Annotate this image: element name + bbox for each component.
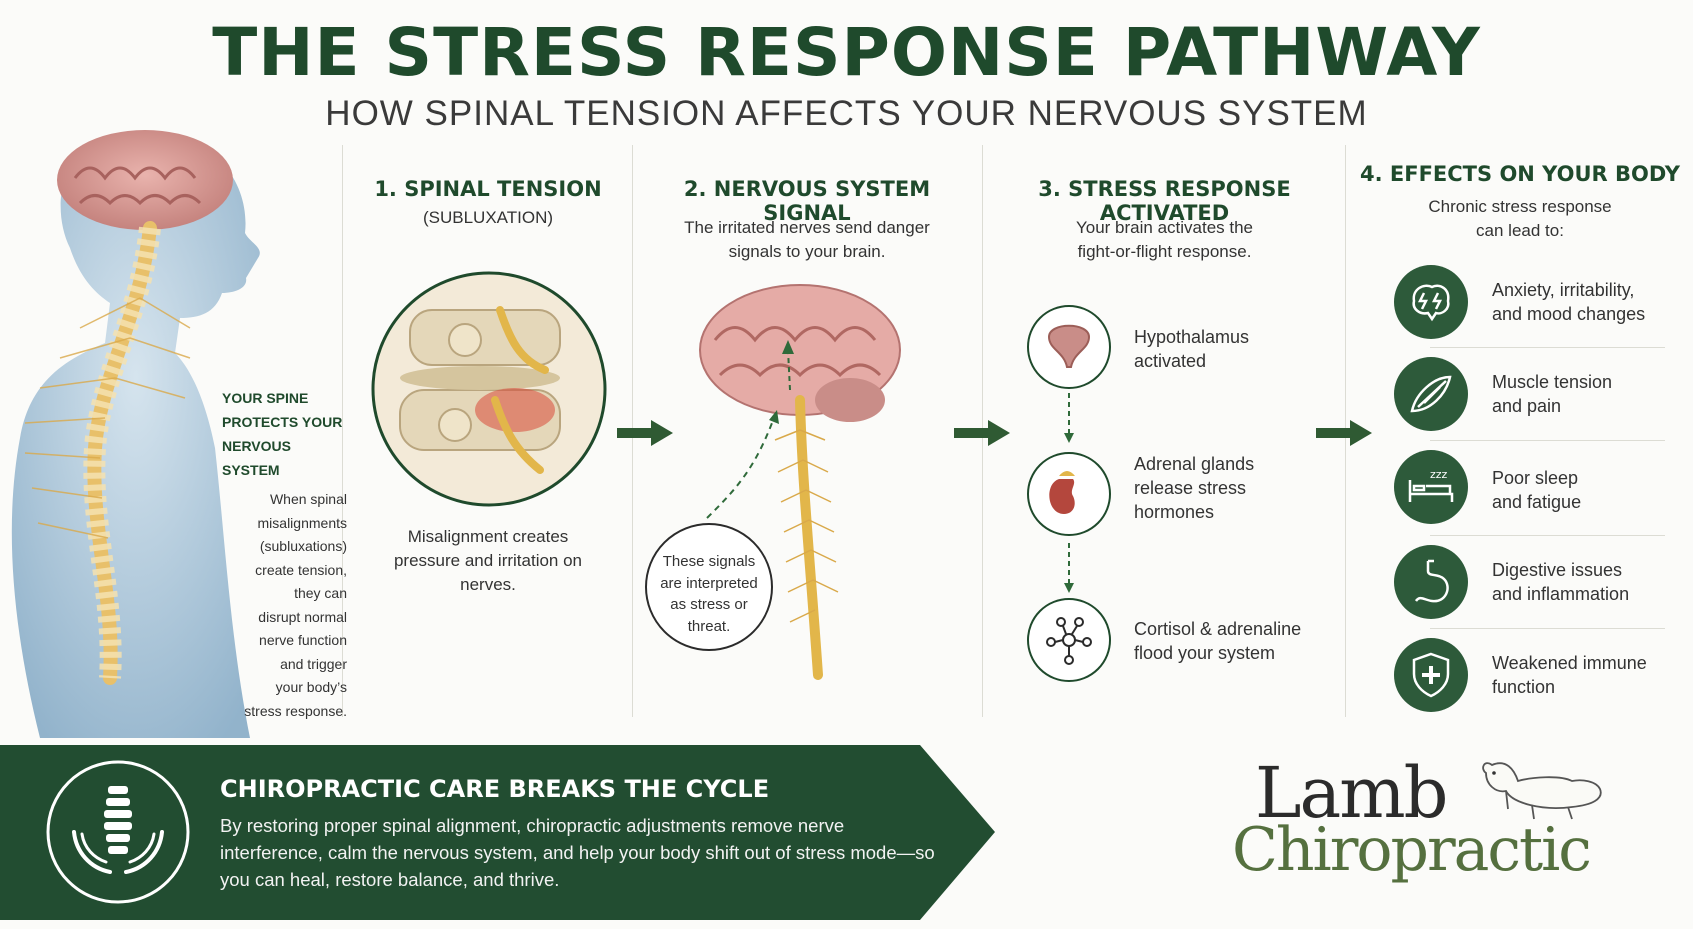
spine-heading: YOUR SPINE PROTECTS YOUR NERVOUS SYSTEM [222, 390, 343, 478]
effect-divider [1430, 440, 1665, 441]
connector-dashed-arrow [1064, 393, 1074, 443]
shield-cross-icon [1394, 638, 1468, 712]
effect-5-text: Weakened immune function [1492, 653, 1647, 697]
signal-bubble [645, 523, 773, 651]
effect-4-text: Digestive issues and inflammation [1492, 560, 1630, 604]
hypothalamus-icon [1027, 305, 1111, 389]
step-3-subtitle: Your brain activates the fight-or-flight… [1075, 218, 1254, 261]
banner-title: CHIROPRACTIC CARE BREAKS THE CYCLE [220, 775, 770, 803]
effect-1-text: Anxiety, irritability, and mood changes [1492, 280, 1646, 324]
connector-dashed-arrow [1064, 543, 1074, 593]
adrenal-gland-icon [1027, 452, 1111, 536]
svg-text:zzz: zzz [1430, 468, 1448, 481]
step-1-subtitle: (SUBLUXATION) [422, 208, 554, 227]
signal-dashed-line [706, 410, 779, 519]
vertebra-illustration [371, 271, 607, 507]
column-divider [342, 145, 343, 717]
step-2-title: 2. NERVOUS SYSTEM SIGNAL [683, 177, 931, 225]
step-4-title: 4. EFFECTS ON YOUR BODY [1359, 162, 1680, 186]
effect-2-text: Muscle tension and pain [1492, 372, 1613, 416]
step-4-subtitle: Chronic stress response can lead to: [1428, 197, 1612, 240]
molecule-icon [1027, 598, 1111, 682]
brain-lightning-icon [1394, 265, 1468, 339]
effect-divider [1430, 535, 1665, 536]
brain-spinal-cord-illustration [699, 284, 901, 680]
human-spine-figure [11, 130, 260, 738]
flow-arrow [617, 420, 673, 446]
chiropractic-banner [0, 745, 995, 920]
flow-arrow [1316, 420, 1372, 446]
signal-bubble-text: These signals are interpreted as stress … [660, 553, 758, 635]
step-3-item-2-text: Adrenal glands release stress hormones [1134, 454, 1255, 522]
step-3-item-1-text: Hypothalamus activated [1134, 327, 1250, 371]
page-title: THE STRESS RESPONSE PATHWAY [212, 14, 1481, 91]
step-3-item-3-text: Cortisol & adrenaline flood your system [1134, 619, 1302, 663]
step-1-caption: Misalignment creates pressure and irrita… [393, 527, 583, 594]
logo-wordmark-lamb: Lamb [1255, 752, 1448, 834]
flow-arrow [954, 420, 1010, 446]
logo-wordmark-chiropractic: Chiropractic [1232, 815, 1592, 885]
step-2-subtitle: The irritated nerves send danger signals… [684, 218, 930, 261]
lamb-icon [1482, 762, 1602, 820]
step-1-title: 1. SPINAL TENSION [374, 177, 602, 201]
banner-body: By restoring proper spinal alignment, ch… [220, 815, 935, 890]
muscle-icon [1394, 357, 1468, 431]
stomach-icon [1394, 545, 1468, 619]
spine-body-text: When spinal misalignments (subluxations)… [244, 491, 347, 719]
spine-caption: YOUR SPINE PROTECTS YOUR NERVOUS SYSTEM … [222, 386, 347, 723]
effect-divider [1430, 628, 1665, 629]
effect-divider [1430, 347, 1665, 348]
page-subtitle: HOW SPINAL TENSION AFFECTS YOUR NERVOUS … [325, 94, 1368, 133]
spine-in-hands-icon [72, 786, 164, 874]
bed-sleep-icon: zzz [1394, 450, 1468, 524]
effect-3-text: Poor sleep and fatigue [1492, 468, 1582, 512]
step-3-title: 3. STRESS RESPONSE ACTIVATED [1038, 177, 1291, 225]
